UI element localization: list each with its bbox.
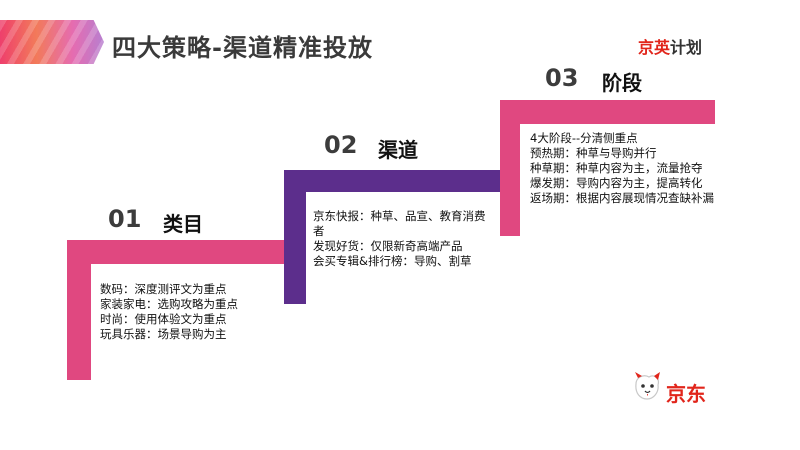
step-1-line: 数码：深度测评文为重点 [100,282,280,297]
step-3-line: 4大阶段--分清侧重点 [530,131,735,146]
step-3-number: 03 [545,64,578,92]
step-3-line: 返场期：根据内容展现情况查缺补漏 [530,191,735,206]
step-2-number: 02 [324,131,357,159]
step-2-line: 京东快报：种草、品宣、教育消费者 [313,209,491,239]
step-1-top-bar [67,240,286,264]
brand-plan-logo: 京英计划 [638,34,702,58]
step-2-details: 京东快报：种草、品宣、教育消费者 发现好货：仅限新奇高端产品 会买专辑&排行榜：… [313,209,491,269]
header-decoration [0,20,104,64]
step-3-details: 4大阶段--分清侧重点 预热期：种草与导购并行 种草期：种草内容为主，流量抢夺 … [530,131,735,206]
step-2-title: 渠道 [378,134,418,163]
step-2-top-bar [284,170,502,192]
step-3-title: 阶段 [602,67,642,96]
step-1-line: 家装家电：选购攻略为重点 [100,297,280,312]
step-3-line: 种草期：种草内容为主，流量抢夺 [530,161,735,176]
step-2-line: 发现好货：仅限新奇高端产品 [313,239,491,254]
step-2-line: 会买专辑&排行榜：导购、割草 [313,254,491,269]
brand-plan-dark: 计划 [670,38,702,57]
step-2-side-bar [284,170,306,304]
brand-plan-red: 京英 [638,38,670,57]
step-3-line: 预热期：种草与导购并行 [530,146,735,161]
step-1-line: 时尚：使用体验文为重点 [100,312,280,327]
jd-dog-icon [632,372,662,404]
step-1-title: 类目 [163,208,203,237]
jd-logo: 京东 [632,372,742,408]
step-3-top-bar [500,100,715,124]
step-1-number: 01 [108,205,141,233]
jd-logo-text: 京东 [666,378,706,407]
step-1-details: 数码：深度测评文为重点 家装家电：选购攻略为重点 时尚：使用体验文为重点 玩具乐… [100,282,280,342]
step-1-side-bar [67,240,91,380]
page-title: 四大策略-渠道精准投放 [112,28,373,63]
step-3-side-bar [500,100,520,236]
step-1-line: 玩具乐器：场景导购为主 [100,327,280,342]
step-3-line: 爆发期：导购内容为主，提高转化 [530,176,735,191]
